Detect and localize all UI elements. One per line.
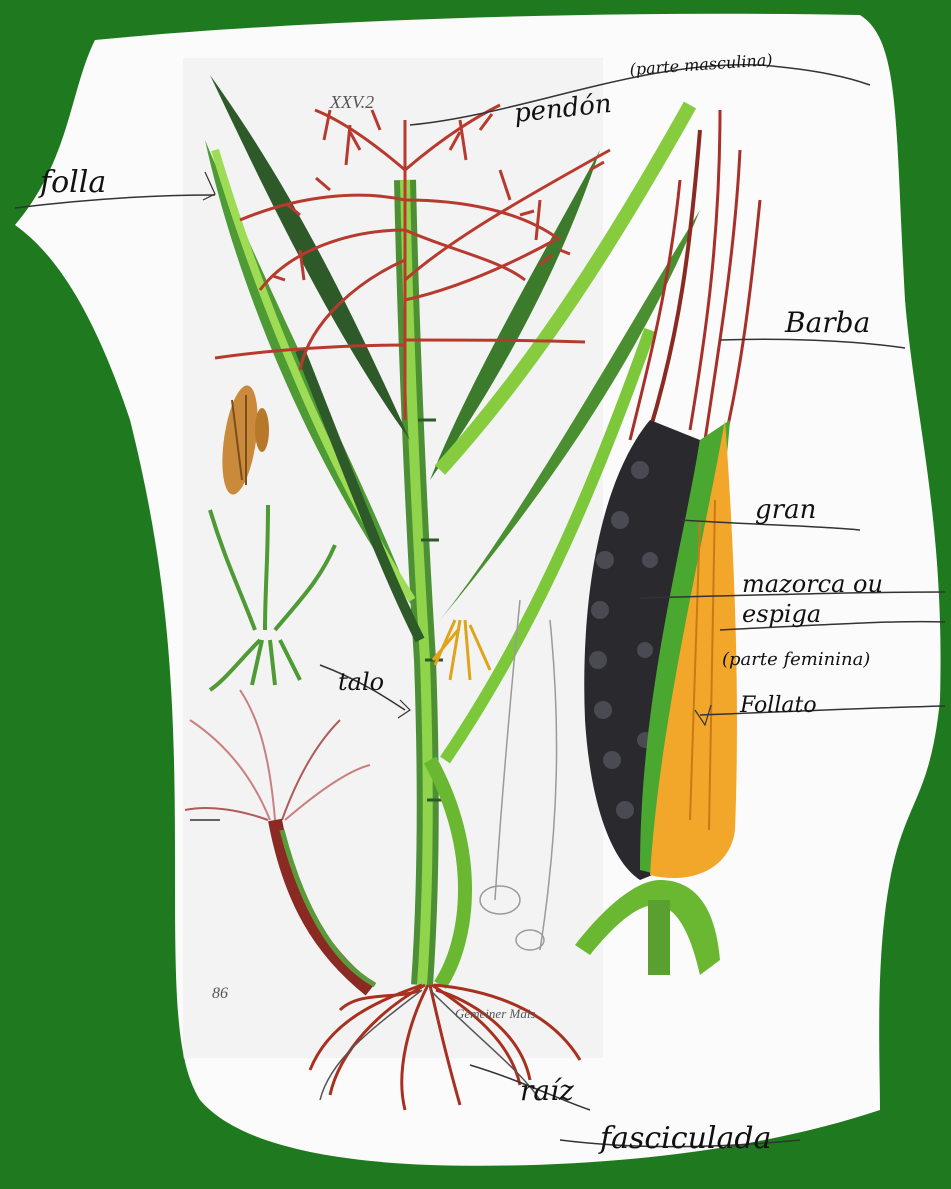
label-mazorca-note: (parte feminina) [722,649,870,670]
label-talo: talo [338,668,384,696]
label-mazorca-2: espiga [742,600,821,628]
label-raiz-1: raíz [520,1074,574,1107]
label-mazorca-1: mazorca ou [742,570,883,598]
label-raiz-2: fasciculada [598,1121,771,1156]
label-barba: Barba [784,306,870,339]
label-follato: Follato [739,693,817,718]
label-folla: folla [38,165,106,200]
plate-page: 86 [212,985,228,1002]
plate-number: XXV.2 [329,92,374,112]
label-gran: gran [755,495,816,525]
plate-caption: Gemeiner Mais. [455,1006,539,1021]
